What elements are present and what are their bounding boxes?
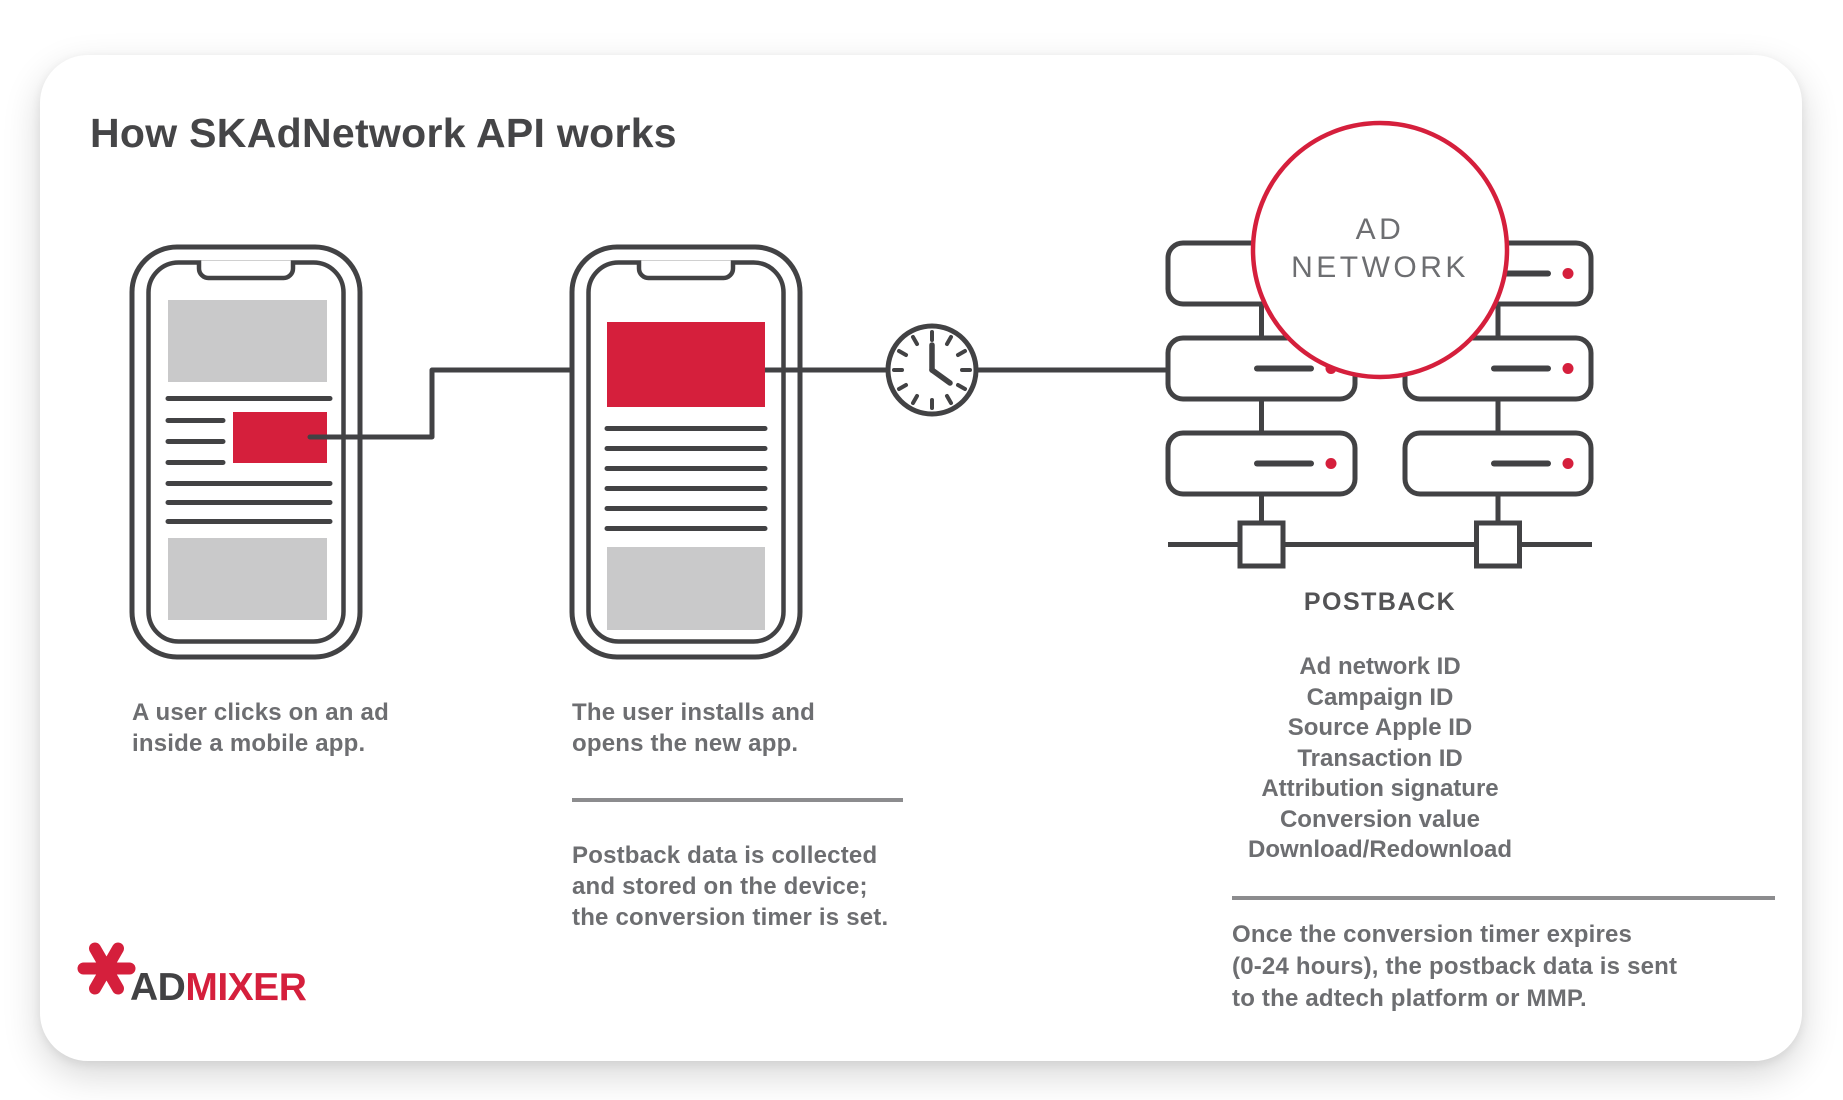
- image-placeholder: [168, 538, 327, 620]
- ad-network-circle: [1250, 120, 1510, 380]
- phone-2-notch: [636, 260, 736, 281]
- phone-2-text-lines: [604, 426, 768, 531]
- step1-caption: A user clicks on an ad inside a mobile a…: [132, 699, 389, 757]
- network-node-squares: [1237, 520, 1522, 569]
- timer-arrow-connector: [978, 360, 1193, 380]
- ad-network-label: AD NETWORK: [1270, 211, 1490, 287]
- page-title: How SKAdNetwork API works: [90, 110, 677, 156]
- clock-ticks: [892, 330, 972, 410]
- ad-network-label-line2: NETWORK: [1291, 251, 1469, 284]
- clock-icon: [885, 323, 979, 417]
- asterisk-icon: [77, 942, 136, 995]
- phone-1-icon: [129, 244, 363, 660]
- step3-note: Once the conversion timer expires (0-24 …: [1232, 921, 1678, 1012]
- postback-field: Download/Redownload: [1248, 836, 1512, 863]
- postback-label: POSTBACK: [1303, 588, 1457, 616]
- image-placeholder: [607, 547, 765, 630]
- step2-caption: The user installs and opens the new app.: [572, 699, 815, 757]
- divider: [572, 798, 903, 802]
- phone-1-text-lines: [165, 396, 333, 524]
- opened-ad-banner-rect: [607, 322, 765, 407]
- admixer-logo: ADMIXER: [130, 966, 307, 1010]
- ad-network-label-line1: AD: [1355, 213, 1405, 246]
- postback-field: Attribution signature: [1261, 775, 1499, 802]
- postback-field: Conversion value: [1279, 805, 1481, 833]
- step2-note: Postback data is collected and stored on…: [572, 842, 889, 931]
- phone-1-screen-content: [168, 300, 327, 463]
- postback-field: Source Apple ID: [1287, 714, 1473, 741]
- postback-field-list: Ad network ID Campaign ID Source Apple I…: [1220, 652, 1540, 866]
- phone-1-notch: [196, 260, 296, 281]
- server-link-lines: [1259, 304, 1501, 523]
- image-placeholder: [168, 300, 327, 382]
- postback-field: Ad network ID: [1299, 653, 1461, 680]
- divider: [1232, 896, 1775, 900]
- phone-2-icon: [569, 244, 803, 660]
- postback-field: Campaign ID: [1306, 683, 1454, 711]
- logo-part-ad: AD: [130, 966, 186, 1009]
- postback-field: Transaction ID: [1297, 744, 1463, 772]
- logo-part-mixer: MIXER: [185, 966, 307, 1009]
- clock-hands: [929, 342, 953, 386]
